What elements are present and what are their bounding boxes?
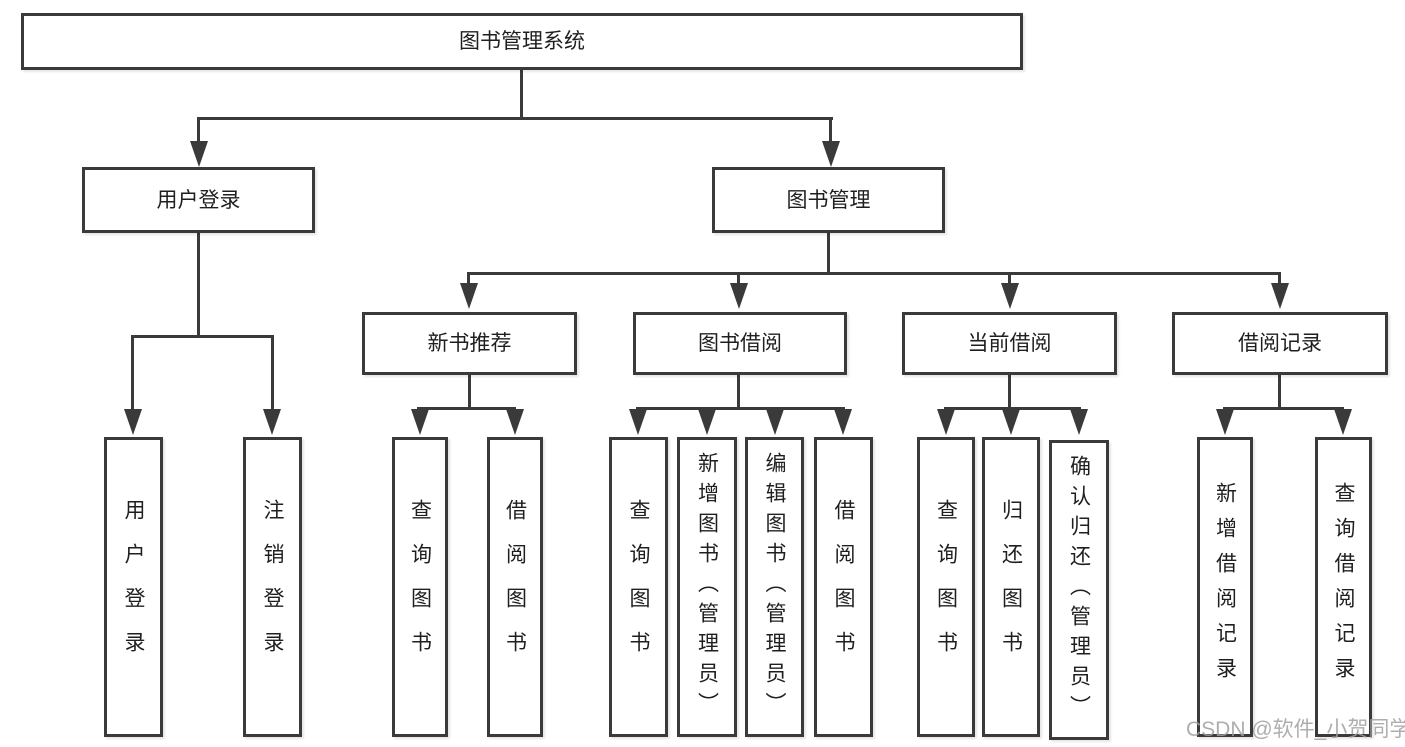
edge-root-rail: [197, 117, 833, 120]
edge-management-drop-recommend: [467, 272, 470, 286]
arrowhead-icon: [766, 409, 784, 435]
edge-records-stem: [1278, 375, 1281, 409]
edge-login-drop-a: [131, 335, 134, 411]
arrowhead-icon: [937, 409, 955, 435]
leaf-logout-label: 注销登录: [261, 499, 284, 675]
leaf-borrow-query-books: 查询图书: [609, 437, 668, 737]
leaf-borrow-books-label: 借阅图书: [832, 499, 855, 675]
edge-root-stem: [520, 70, 523, 119]
edge-current-stem: [1008, 375, 1011, 409]
arrowhead-icon: [698, 409, 716, 435]
arrowhead-icon: [629, 409, 647, 435]
edge-root-drop-login: [197, 117, 200, 145]
leaf-return-books-label: 归还图书: [999, 499, 1023, 675]
edge-recommend-stem: [468, 375, 471, 409]
arrowhead-icon: [1001, 283, 1019, 309]
edge-borrow-stem: [737, 375, 740, 409]
edge-management-drop-borrow: [737, 272, 740, 286]
edge-login-drop-b: [271, 335, 274, 411]
node-book-borrow: 图书借阅: [633, 312, 847, 375]
leaf-query-borrow-record-label: 查询借阅记录: [1332, 482, 1355, 692]
edge-records-rail: [1223, 407, 1344, 410]
arrowhead-icon: [1271, 283, 1289, 309]
node-borrow-records-label: 借阅记录: [1238, 332, 1322, 355]
edge-management-drop-records: [1278, 272, 1281, 286]
node-current-borrow-label: 当前借阅: [967, 332, 1052, 355]
leaf-recommend-borrow-books-label: 借阅图书: [503, 499, 527, 675]
node-book-borrow-label: 图书借阅: [698, 332, 782, 355]
node-new-book-recommend-label: 新书推荐: [427, 332, 512, 355]
leaf-recommend-borrow-books: 借阅图书: [487, 437, 543, 737]
leaf-current-query-books-label: 查询图书: [934, 499, 958, 675]
arrowhead-icon: [506, 409, 524, 435]
arrowhead-icon: [1334, 409, 1352, 435]
arrowhead-icon: [411, 409, 429, 435]
node-user-login-group: 用户登录: [82, 167, 315, 233]
arrowhead-icon: [1070, 409, 1088, 435]
node-root-label: 图书管理系统: [459, 30, 585, 53]
edge-management-rail: [467, 272, 1281, 275]
arrowhead-icon: [834, 409, 852, 435]
arrowhead-icon: [190, 141, 208, 167]
arrowhead-icon: [1216, 409, 1234, 435]
edge-root-drop-management: [829, 117, 832, 145]
edge-management-drop-current: [1008, 272, 1011, 286]
leaf-add-book-admin: 新增图书（管理员）: [677, 437, 737, 737]
edge-management-stem: [827, 233, 830, 274]
leaf-query-borrow-record: 查询借阅记录: [1315, 437, 1372, 737]
leaf-return-books: 归还图书: [982, 437, 1040, 737]
arrowhead-icon: [822, 141, 840, 167]
node-root: 图书管理系统: [21, 13, 1023, 70]
leaf-borrow-query-books-label: 查询图书: [627, 499, 650, 675]
leaf-borrow-books: 借阅图书: [814, 437, 873, 737]
leaf-user-login: 用户登录: [104, 437, 163, 737]
leaf-confirm-return-admin-label: 确认归还（管理员）: [1067, 455, 1091, 725]
arrowhead-icon: [1002, 409, 1020, 435]
node-new-book-recommend: 新书推荐: [362, 312, 577, 375]
edge-login-stem: [197, 233, 200, 337]
arrowhead-icon: [730, 283, 748, 309]
leaf-edit-book-admin-label: 编辑图书（管理员）: [763, 452, 786, 722]
node-user-login-group-label: 用户登录: [156, 188, 241, 212]
leaf-current-query-books: 查询图书: [917, 437, 975, 737]
leaf-add-borrow-record-label: 新增借阅记录: [1213, 482, 1237, 692]
leaf-user-login-label: 用户登录: [122, 499, 145, 675]
arrowhead-icon: [460, 283, 478, 309]
leaf-logout: 注销登录: [243, 437, 302, 737]
edge-login-rail: [131, 335, 274, 338]
leaf-confirm-return-admin: 确认归还（管理员）: [1049, 440, 1109, 740]
arrowhead-icon: [124, 409, 142, 435]
edge-borrow-rail: [636, 407, 845, 410]
node-borrow-records: 借阅记录: [1172, 312, 1388, 375]
node-book-management-label: 图书管理: [786, 188, 871, 212]
node-book-management: 图书管理: [712, 167, 945, 233]
leaf-add-borrow-record: 新增借阅记录: [1197, 437, 1253, 737]
node-current-borrow: 当前借阅: [902, 312, 1117, 375]
leaf-recommend-query-books: 查询图书: [392, 437, 448, 737]
leaf-edit-book-admin: 编辑图书（管理员）: [745, 437, 804, 737]
leaf-recommend-query-books-label: 查询图书: [408, 499, 432, 675]
csdn-watermark: CSDN @软件_小贺同学: [1186, 718, 1405, 741]
edge-current-rail: [944, 407, 1081, 410]
arrowhead-icon: [263, 409, 281, 435]
edge-recommend-rail: [417, 407, 516, 410]
leaf-add-book-admin-label: 新增图书（管理员）: [695, 452, 719, 722]
